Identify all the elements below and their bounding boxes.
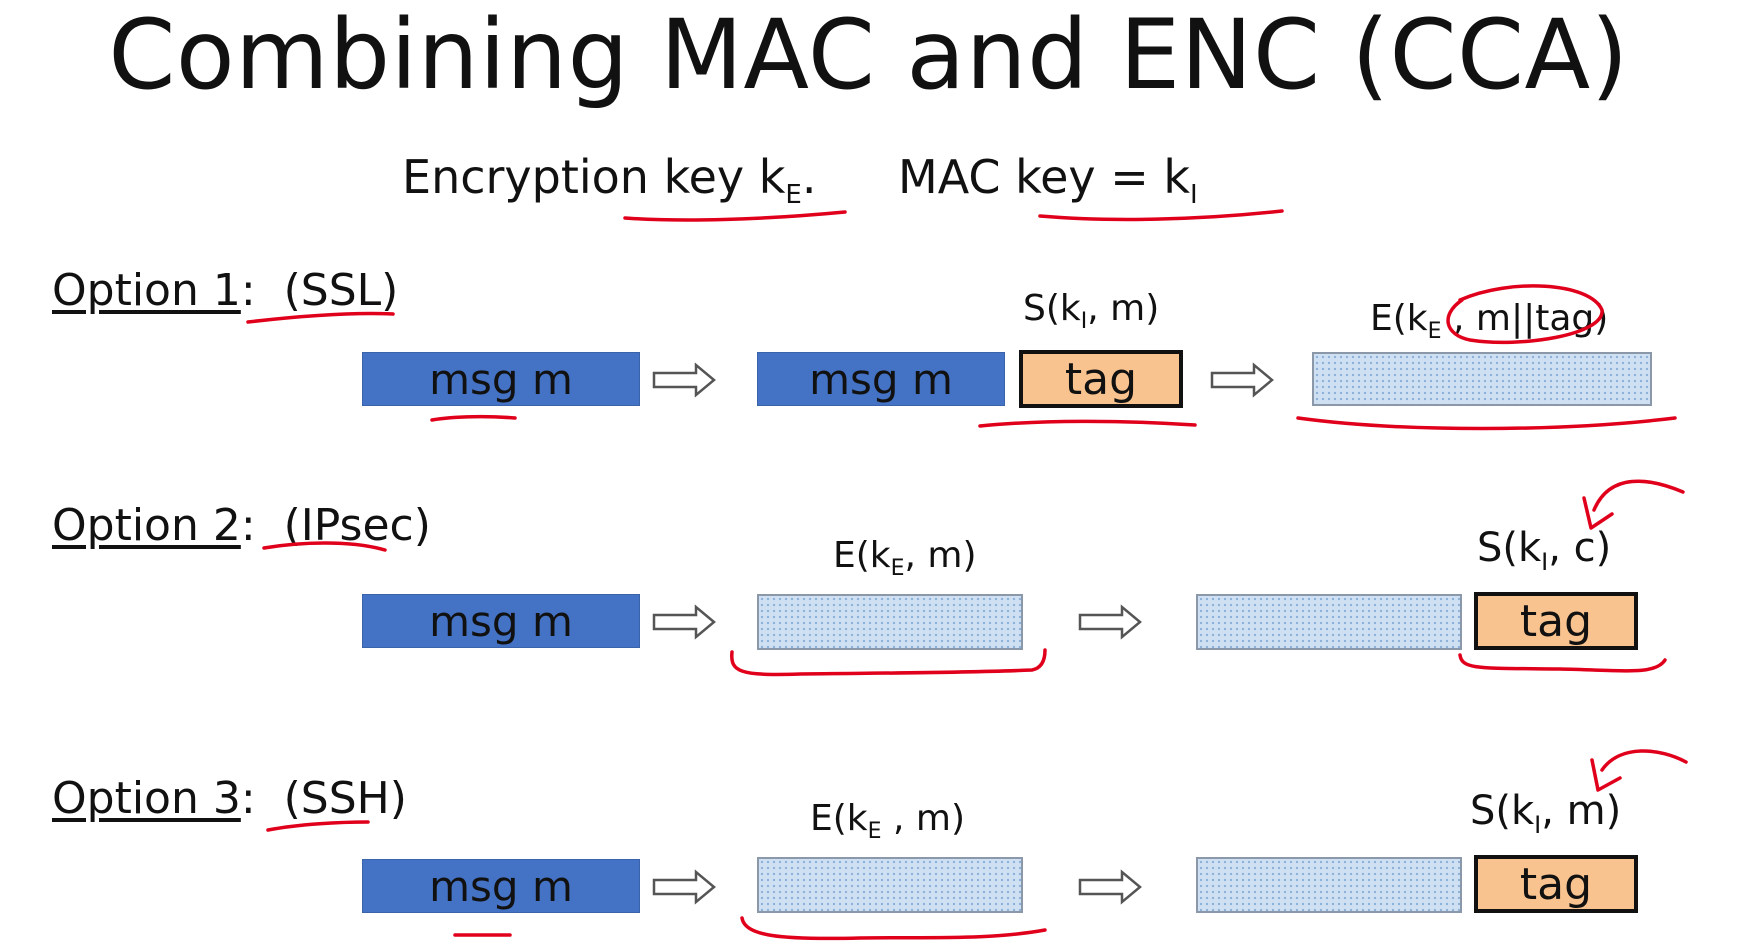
option-2-tag-block: tag bbox=[1474, 592, 1638, 650]
option-2-message-text: msg m bbox=[429, 596, 573, 646]
arrow-option3-tag bbox=[1590, 749, 1688, 792]
option-3-ciphertext-block bbox=[757, 857, 1023, 913]
option-1-step2-message-text: msg m bbox=[809, 354, 953, 404]
option-3-step3-ciphertext-block bbox=[1196, 857, 1462, 913]
option-2-protocol: (IPsec) bbox=[283, 500, 431, 551]
arrow-option2-tag bbox=[1582, 479, 1685, 530]
right-arrow-icon bbox=[652, 604, 716, 640]
mac-key-subscript: I bbox=[1190, 180, 1198, 211]
option-2-heading: Option 2: (IPsec) bbox=[52, 500, 431, 551]
bracket-option2-tag bbox=[1458, 653, 1667, 673]
mac-key-text: MAC key = kI bbox=[898, 150, 1198, 210]
slide-title: Combining MAC and ENC (CCA) bbox=[108, 0, 1629, 111]
option-1-tag-block: tag bbox=[1019, 350, 1183, 408]
underline-option1-tag bbox=[978, 419, 1197, 428]
option-3-ciphertext-label-subscript: E bbox=[867, 819, 882, 845]
option-1-step2-message-block: msg m bbox=[757, 352, 1005, 406]
encryption-key-text: Encryption key kE. bbox=[402, 150, 816, 210]
option-2-ciphertext-label-rest: , m) bbox=[904, 535, 977, 576]
encryption-key-label: Encryption key k bbox=[402, 150, 786, 204]
right-arrow-icon bbox=[652, 362, 716, 398]
option-1-label: Option 1 bbox=[52, 265, 241, 316]
option-2-ciphertext-label-text: E(k bbox=[833, 535, 891, 576]
right-arrow-icon bbox=[1078, 869, 1142, 905]
option-1-ciphertext-label: E(kE , m||tag) bbox=[1370, 298, 1608, 344]
option-3-label: Option 3 bbox=[52, 773, 241, 824]
option-1-message-text: msg m bbox=[429, 354, 573, 404]
option-2-tag-label-rest: , c) bbox=[1548, 525, 1612, 571]
option-2-tag-label-subscript: I bbox=[1541, 548, 1549, 576]
option-2-step3-ciphertext-block bbox=[1196, 594, 1462, 650]
option-1-ciphertext-label-subscript: E bbox=[1427, 319, 1442, 345]
underline-option1-msg bbox=[430, 414, 517, 422]
option-2-message-block: msg m bbox=[362, 594, 640, 648]
option-2-ciphertext-block bbox=[757, 594, 1023, 650]
right-arrow-icon bbox=[1078, 604, 1142, 640]
option-3-tag-text: tag bbox=[1519, 858, 1593, 910]
option-3-protocol: (SSH) bbox=[283, 773, 407, 824]
option-3-ciphertext-label: E(kE , m) bbox=[810, 798, 965, 844]
option-2-ciphertext-label-subscript: E bbox=[890, 556, 905, 582]
option-3-ciphertext-label-text: E(k bbox=[810, 798, 868, 839]
option-1-tag-label-rest: , m) bbox=[1087, 288, 1160, 329]
option-1-protocol: (SSL) bbox=[283, 265, 399, 316]
underline-option1-ciphertext bbox=[1296, 416, 1677, 431]
option-2-label: Option 2 bbox=[52, 500, 241, 551]
encryption-key-dot: . bbox=[801, 150, 817, 204]
option-1-tag-label: S(kI, m) bbox=[1023, 288, 1159, 334]
option-2-tag-label: S(kI, c) bbox=[1477, 525, 1611, 576]
underline-mac-key bbox=[1038, 209, 1284, 222]
option-3-tag-label-subscript: I bbox=[1534, 811, 1542, 839]
option-2-tag-label-text: S(k bbox=[1477, 525, 1542, 571]
option-1-ciphertext-label-text: E(k bbox=[1370, 298, 1428, 339]
option-3-tag-label-text: S(k bbox=[1470, 788, 1535, 834]
option-3-colon: : bbox=[240, 773, 256, 824]
bracket-option3-ciphertext bbox=[740, 916, 1047, 941]
option-3-tag-block: tag bbox=[1474, 855, 1638, 913]
option-1-message-block: msg m bbox=[362, 352, 640, 406]
option-1-colon: : bbox=[240, 265, 256, 316]
option-2-colon: : bbox=[240, 500, 256, 551]
option-3-heading: Option 3: (SSH) bbox=[52, 773, 407, 824]
right-arrow-icon bbox=[652, 869, 716, 905]
option-1-ciphertext-label-rest: , m||tag) bbox=[1441, 298, 1609, 339]
encryption-key-subscript: E bbox=[785, 180, 802, 211]
option-3-message-block: msg m bbox=[362, 859, 640, 913]
right-arrow-icon bbox=[1210, 362, 1274, 398]
option-1-tag-text: tag bbox=[1064, 353, 1138, 405]
mac-key-label: MAC key = k bbox=[898, 150, 1191, 204]
option-3-message-text: msg m bbox=[429, 861, 573, 911]
option-3-tag-label: S(kI, m) bbox=[1470, 788, 1621, 839]
option-1-ciphertext-block bbox=[1312, 352, 1652, 406]
option-1-tag-label-text: S(k bbox=[1023, 288, 1081, 329]
bracket-option2-ciphertext bbox=[730, 648, 1047, 677]
option-2-ciphertext-label: E(kE, m) bbox=[833, 535, 977, 581]
option-1-tag-label-subscript: I bbox=[1080, 309, 1088, 335]
option-2-tag-text: tag bbox=[1519, 595, 1593, 647]
underline-encryption-key bbox=[623, 210, 847, 222]
option-3-tag-label-rest: , m) bbox=[1541, 788, 1622, 834]
option-3-ciphertext-label-rest: , m) bbox=[881, 798, 965, 839]
option-1-heading: Option 1: (SSL) bbox=[52, 265, 398, 316]
